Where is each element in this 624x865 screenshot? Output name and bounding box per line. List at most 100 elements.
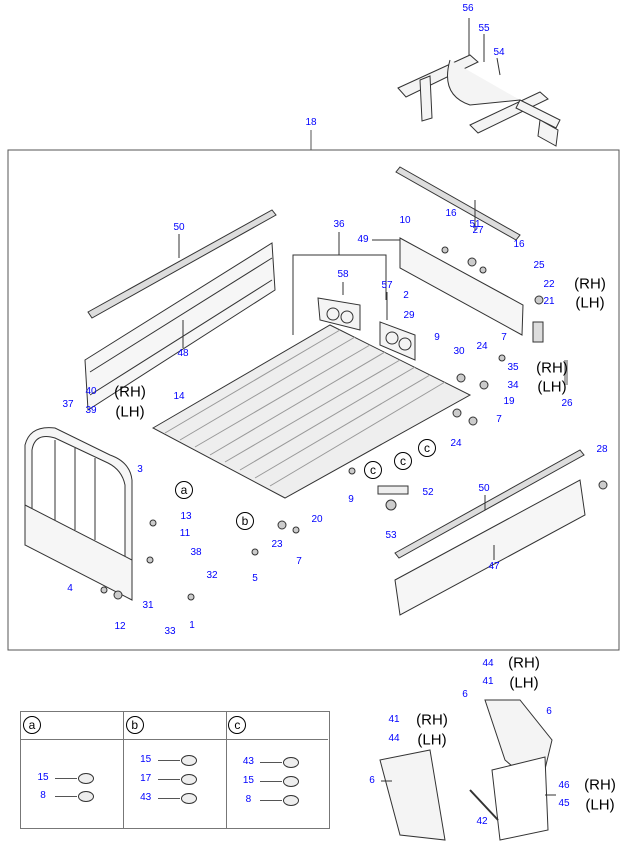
detail-legend-table: a 15 8 b 15 17 43 c 43 15 8: [20, 711, 330, 829]
legend-part-number: 43: [140, 792, 152, 803]
washer-icon: [283, 776, 300, 787]
part-callout: 7: [296, 556, 302, 567]
part-callout: 33: [164, 626, 176, 637]
part-callout: 46: [558, 780, 570, 791]
leader-line: [157, 779, 180, 780]
detail-marker: b: [125, 716, 144, 734]
part-callout: 37: [62, 399, 74, 410]
legend-column-c: c 43 15 8: [226, 712, 329, 828]
part-callout: 32: [206, 570, 218, 581]
part-callout: 25: [533, 260, 545, 271]
legend-part-number: 15: [140, 754, 152, 765]
part-callout: 7: [496, 414, 502, 425]
part-callout: 30: [453, 346, 465, 357]
part-callout: 19: [503, 396, 515, 407]
part-callout: 44: [388, 733, 400, 744]
part-callout: 13: [180, 511, 192, 522]
legend-column-a: a 15 8: [21, 712, 124, 828]
part-callout: 51: [469, 219, 481, 230]
part-callout: 49: [357, 234, 369, 245]
part-callout: 44: [482, 658, 494, 669]
part-callout: 27: [472, 225, 484, 236]
leader-line: [260, 781, 283, 782]
legend-header: a: [21, 712, 123, 740]
part-callout: 35: [507, 362, 519, 373]
part-callout: 4: [67, 583, 73, 594]
part-callout: 56: [462, 3, 474, 14]
part-callout: 50: [478, 483, 490, 494]
part-callout: 29: [403, 310, 415, 321]
part-callout: 24: [450, 438, 462, 449]
legend-part-number: 43: [242, 756, 254, 767]
part-callout: 3: [137, 464, 143, 475]
part-callout: 57: [381, 280, 393, 291]
part-callout: 22: [543, 279, 555, 290]
part-callout: 47: [488, 561, 500, 572]
washer-icon: [78, 773, 94, 784]
nut-icon: [283, 795, 300, 806]
lh-label: (LH): [575, 294, 605, 312]
part-callout: 40: [85, 386, 97, 397]
lh-label: (LH): [509, 674, 539, 692]
rh-label: (RH): [114, 383, 146, 401]
legend-part-number: 8: [40, 790, 46, 801]
lh-label: (LH): [537, 378, 567, 396]
part-callout: 18: [305, 117, 317, 128]
part-callout: 38: [190, 547, 202, 558]
part-callout: 2: [403, 290, 409, 301]
assembly-frame: [7, 149, 620, 651]
legend-part-number: 8: [245, 794, 252, 805]
part-callout: 58: [337, 269, 349, 280]
leader-line: [55, 796, 77, 797]
detail-marker: c: [364, 461, 382, 479]
part-callout: 20: [311, 514, 323, 525]
leader-line: [55, 778, 77, 779]
part-callout: 26: [561, 398, 573, 409]
leader-line: [260, 800, 283, 801]
leader-line: [260, 762, 283, 763]
part-callout: 50: [173, 222, 185, 233]
mud-guard-left: [379, 749, 446, 841]
legend-part-number: 15: [242, 775, 254, 786]
part-callout: 42: [476, 816, 488, 827]
bracket-assembly: [397, 54, 561, 147]
side-rail-left: [87, 209, 277, 319]
part-callout: 39: [85, 405, 97, 416]
detail-marker: a: [23, 716, 41, 734]
part-callout: 21: [543, 296, 555, 307]
lh-label: (LH): [417, 731, 447, 749]
part-callout: 41: [482, 676, 494, 687]
part-callout: 6: [369, 775, 375, 786]
rh-label: (RH): [508, 654, 540, 672]
side-gate-right: [394, 479, 586, 616]
legend-part-number: 15: [37, 772, 49, 783]
legend-header: c: [226, 712, 329, 740]
detail-marker: c: [418, 439, 436, 457]
part-callout: 55: [478, 23, 490, 34]
part-callout: 14: [173, 391, 185, 402]
part-callout: 12: [114, 621, 126, 632]
nut-icon: [78, 791, 94, 802]
mud-flap: [491, 756, 549, 841]
part-callout: 9: [348, 494, 354, 505]
washer-icon: [180, 755, 197, 766]
headboard: [24, 427, 133, 601]
legend-part-number: 17: [140, 773, 152, 784]
legend-column-b: b 15 17 43: [123, 712, 227, 828]
bolt-icon: [180, 793, 197, 804]
part-callout: 11: [179, 528, 191, 539]
rh-label: (RH): [584, 776, 616, 794]
part-callout: 6: [546, 706, 552, 717]
leader-line: [157, 798, 180, 799]
part-callout: 10: [399, 215, 411, 226]
part-callout: 28: [596, 444, 608, 455]
detail-marker: c: [228, 716, 247, 734]
lh-label: (LH): [115, 403, 145, 421]
rh-label: (RH): [416, 711, 448, 729]
part-callout: 6: [462, 689, 468, 700]
part-callout: 16: [513, 239, 525, 250]
bolt-icon: [283, 757, 300, 768]
part-callout: 45: [558, 798, 570, 809]
